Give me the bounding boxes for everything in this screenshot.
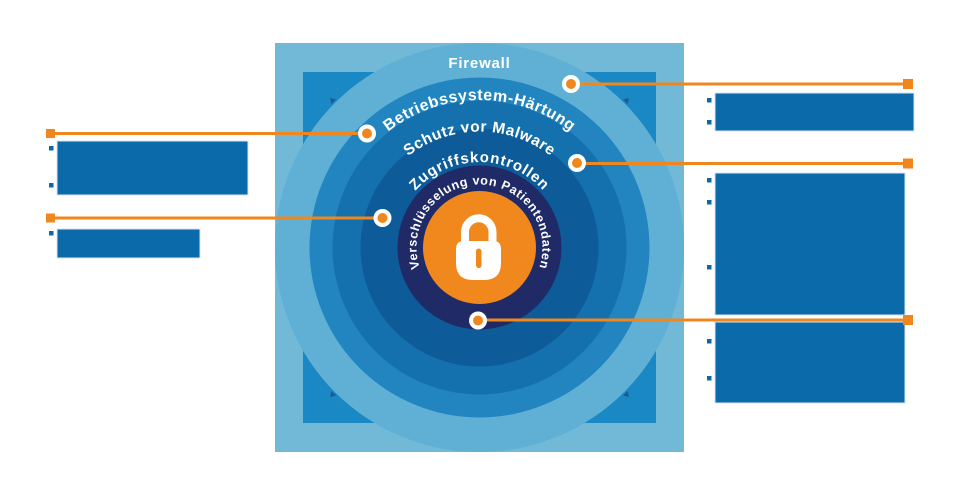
bullet-marker bbox=[707, 376, 712, 381]
corner-speck-bottom-left bbox=[330, 391, 336, 397]
callout-endpoint-square bbox=[46, 129, 55, 138]
callout-endpoint-square bbox=[903, 158, 913, 169]
callout-endpoint-square bbox=[46, 213, 55, 223]
lock-icon bbox=[456, 214, 501, 280]
redacted-text-block-right-3 bbox=[714, 321, 906, 404]
corner-speck-top-right bbox=[623, 98, 629, 104]
bullet-marker bbox=[707, 98, 712, 103]
callout-endpoint-square bbox=[903, 315, 913, 325]
lock-shackle bbox=[461, 214, 497, 247]
bullet-marker bbox=[707, 178, 712, 183]
corner-speck-top-left bbox=[330, 98, 336, 104]
bullet-marker bbox=[707, 200, 712, 205]
redacted-text-block-left-1 bbox=[56, 140, 249, 196]
lock-keyhole bbox=[476, 248, 482, 268]
callout-dot-betriebssystem bbox=[358, 124, 376, 143]
ring-label-firewall: Firewall bbox=[448, 55, 510, 72]
bullet-marker bbox=[707, 265, 712, 270]
bullet-marker bbox=[707, 339, 712, 344]
redacted-text-block-right-1 bbox=[714, 92, 915, 132]
corner-speck-bottom-right bbox=[623, 391, 629, 397]
callout-dot-firewall bbox=[562, 75, 580, 93]
callout-dot-zugriffs bbox=[373, 209, 392, 227]
redacted-text-block-right-2 bbox=[714, 172, 906, 316]
bullet-marker bbox=[49, 146, 54, 151]
callout-dot-verschluesselung bbox=[469, 311, 487, 330]
redacted-text-block-left-2 bbox=[56, 228, 201, 259]
bullet-marker bbox=[49, 231, 54, 236]
callout-endpoint-square bbox=[903, 79, 913, 89]
callout-dot-schutz bbox=[568, 154, 586, 172]
bullet-marker bbox=[707, 120, 712, 125]
bullet-marker bbox=[49, 183, 54, 188]
